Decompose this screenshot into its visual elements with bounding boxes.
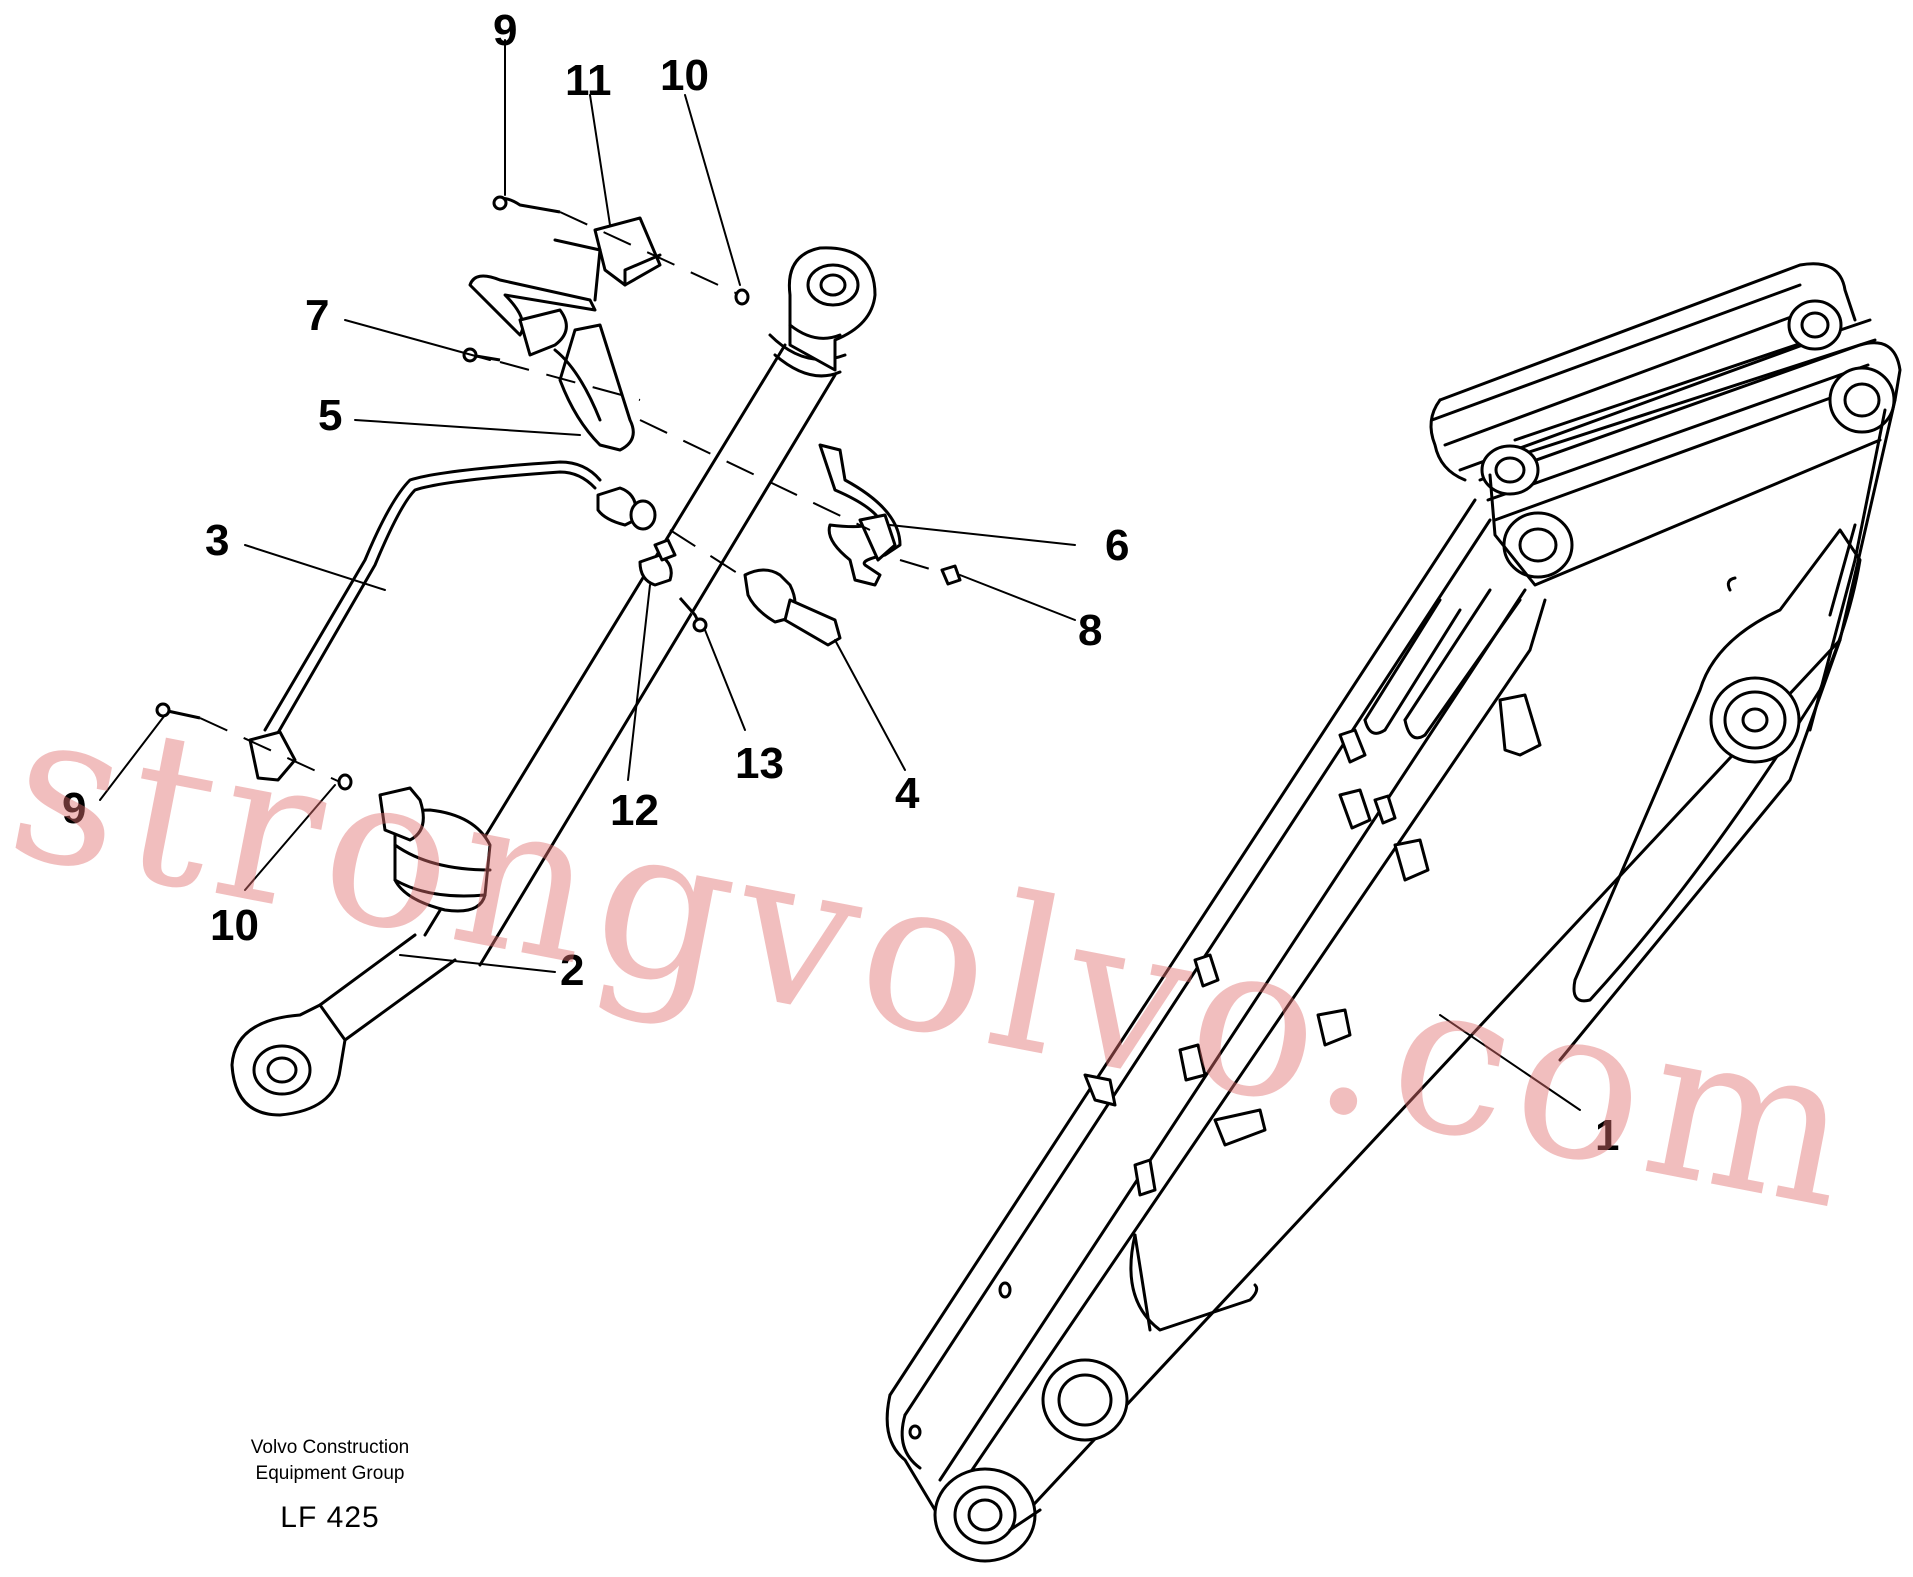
washer-10-bottom (337, 773, 353, 791)
clamp-block-lower (248, 730, 297, 782)
boom-part-1 (885, 262, 1902, 1563)
clamp-block-11 (593, 216, 662, 287)
boom-clip-3 (1373, 794, 1397, 825)
boom-top-pin-boss-rear (1787, 299, 1843, 351)
callout-12: 12 (610, 786, 659, 835)
callout-6: 6 (1105, 521, 1129, 570)
boom-clip-7 (1178, 1043, 1207, 1082)
nut-8 (940, 564, 962, 586)
washer-10-top (734, 288, 750, 306)
boom-bracket-1 (1498, 693, 1542, 757)
callout-10-top: 10 (660, 51, 709, 100)
leader-5 (354, 419, 581, 436)
leader-8 (959, 574, 1076, 621)
callout-9-top: 9 (493, 6, 517, 55)
callout-13: 13 (735, 739, 784, 788)
boom-mid-pin-boss (1480, 444, 1540, 496)
callout-4: 4 (895, 769, 920, 818)
boom-clip-6 (1316, 1008, 1352, 1047)
callout-8: 8 (1078, 606, 1102, 655)
boom-clip-4 (1393, 838, 1430, 882)
callout-3: 3 (205, 516, 229, 565)
boom-clip-2 (1338, 788, 1372, 830)
hose-clamp (596, 486, 638, 527)
callout-11: 11 (565, 56, 612, 105)
footer-company-line1: Volvo Construction (250, 1437, 410, 1458)
footer-company-line2: Equipment Group (255, 1463, 405, 1484)
lower-clamp (378, 786, 425, 842)
leader-10-top (684, 94, 741, 286)
leader-3 (244, 544, 386, 591)
footer-caption: Volvo Construction Equipment Group LF 42… (205, 1435, 455, 1535)
leader-7 (344, 319, 491, 361)
leader-13 (704, 629, 746, 731)
boom-foot-mid-boss (1041, 1358, 1129, 1442)
boom-upper-pin-boss (1502, 511, 1574, 579)
boom-clip-9 (1083, 1073, 1117, 1107)
callout-1: 1 (1595, 1111, 1619, 1160)
callout-2: 2 (560, 946, 584, 995)
callout-9-bottom: 9 (62, 784, 86, 833)
callout-7: 7 (305, 291, 329, 340)
boom-clip-10 (1133, 1158, 1157, 1197)
callout-10-bottom: 10 (210, 901, 259, 950)
leader-11 (589, 94, 611, 226)
figure-code: LF 425 (280, 1501, 380, 1534)
callout-5: 5 (318, 391, 342, 440)
leader-9-bottom (99, 714, 166, 801)
boom-foot-pin-boss (933, 1467, 1037, 1563)
boom-clip-1 (1338, 728, 1367, 764)
boom-clip-5 (1193, 953, 1220, 988)
leader-12 (627, 584, 651, 781)
boom-top-pin-boss-front (1828, 366, 1896, 434)
leader-4 (834, 639, 906, 771)
leader-10-bottom (244, 784, 336, 891)
boom-clip-8 (1213, 1108, 1267, 1147)
clamp-plate-6 (818, 443, 902, 587)
leader-6 (889, 524, 1076, 546)
boom-cylinder-part-2 (230, 246, 877, 1117)
hose-assembly (99, 39, 1076, 891)
